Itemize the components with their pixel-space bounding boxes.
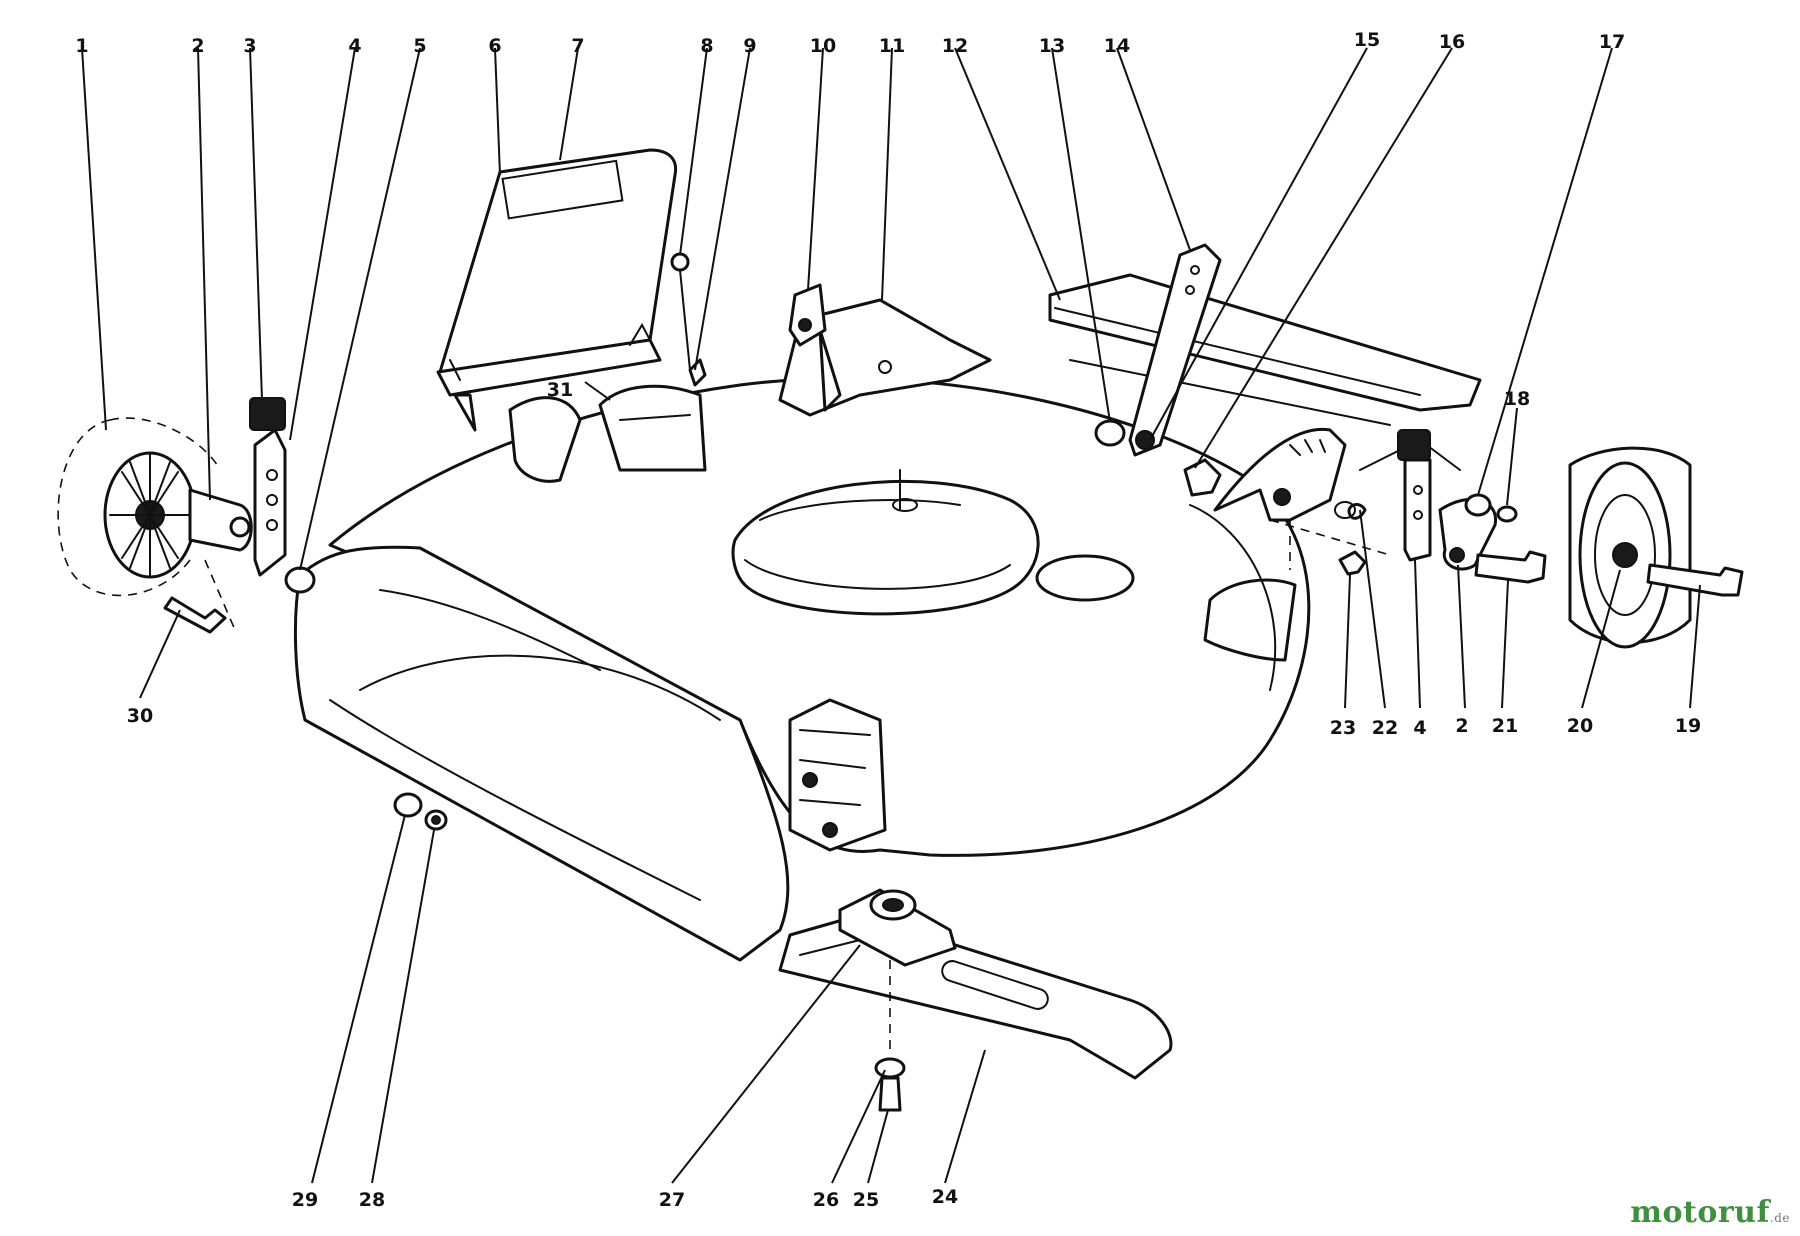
hardware-8-9 bbox=[670, 252, 707, 387]
handle-bracket-left bbox=[778, 298, 992, 417]
wheel-left bbox=[57, 417, 221, 597]
callout-25: 25 bbox=[853, 1189, 879, 1211]
callout-4: 4 bbox=[348, 35, 361, 57]
blade-adapter-27 bbox=[838, 888, 957, 967]
blade-24 bbox=[778, 913, 1173, 1080]
callout-2: 2 bbox=[191, 35, 204, 57]
callout-7: 7 bbox=[571, 35, 584, 57]
bolt-13 bbox=[1094, 419, 1126, 447]
callout-1: 1 bbox=[75, 35, 88, 57]
bolt-30 bbox=[163, 596, 227, 634]
callout-26: 26 bbox=[813, 1189, 839, 1211]
callout-20: 20 bbox=[1567, 715, 1593, 737]
callout-16: 16 bbox=[1439, 31, 1465, 53]
callout-12: 12 bbox=[942, 35, 968, 57]
height-adjuster-left bbox=[163, 397, 316, 634]
callout-labels: 1 2 3 4 5 6 7 8 9 10 11 12 13 14 15 16 1… bbox=[75, 29, 1701, 1211]
bolt-19 bbox=[1646, 563, 1744, 597]
adjuster-knob-3 bbox=[249, 397, 286, 431]
callout-10: 10 bbox=[810, 35, 836, 57]
callout-30: 30 bbox=[127, 705, 153, 727]
rear-axle-bar-12 bbox=[1048, 273, 1482, 426]
mower-deck-housing bbox=[293, 376, 1311, 962]
callout-27: 27 bbox=[659, 1189, 685, 1211]
callout-5: 5 bbox=[413, 35, 426, 57]
callout-18: 18 bbox=[1504, 388, 1530, 410]
washer-29 bbox=[393, 792, 423, 818]
front-deck-bracket bbox=[788, 698, 887, 852]
callout-22: 22 bbox=[1372, 717, 1398, 739]
handle-arm-14 bbox=[1128, 243, 1222, 457]
leader-lines bbox=[81, 47, 1701, 1184]
callout-28: 28 bbox=[359, 1189, 385, 1211]
callout-24: 24 bbox=[932, 1186, 958, 1208]
wheel-hub-spokes bbox=[109, 454, 191, 576]
callout-31: 31 bbox=[547, 379, 573, 401]
callout-8: 8 bbox=[700, 35, 713, 57]
bracket-clip-10 bbox=[788, 283, 827, 347]
height-adjuster-right bbox=[1397, 429, 1547, 584]
callout-14: 14 bbox=[1104, 35, 1130, 57]
callout-11: 11 bbox=[879, 35, 905, 57]
callout-23: 23 bbox=[1330, 717, 1356, 739]
callout-3: 3 bbox=[243, 35, 256, 57]
rear-baffle-31 bbox=[508, 384, 707, 483]
callout-4-right: 4 bbox=[1413, 717, 1426, 739]
washer-18 bbox=[1496, 505, 1518, 523]
callout-21: 21 bbox=[1492, 715, 1518, 737]
callout-6: 6 bbox=[488, 35, 501, 57]
callout-19: 19 bbox=[1675, 715, 1701, 737]
callout-9: 9 bbox=[743, 35, 756, 57]
nut-16 bbox=[1183, 458, 1222, 497]
callout-29: 29 bbox=[292, 1189, 318, 1211]
callout-17: 17 bbox=[1599, 31, 1625, 53]
wheel-right bbox=[1568, 446, 1744, 649]
bolt-21 bbox=[1474, 550, 1547, 584]
callout-13: 13 bbox=[1039, 35, 1065, 57]
callout-2-right: 2 bbox=[1455, 715, 1468, 737]
rear-door-flap bbox=[436, 148, 678, 432]
callout-15: 15 bbox=[1354, 29, 1380, 51]
watermark-logo: motoruf.de bbox=[1630, 1195, 1790, 1230]
washer-5 bbox=[284, 566, 316, 594]
adjuster-knob-right bbox=[1397, 429, 1431, 461]
bolt-23 bbox=[1338, 550, 1367, 576]
